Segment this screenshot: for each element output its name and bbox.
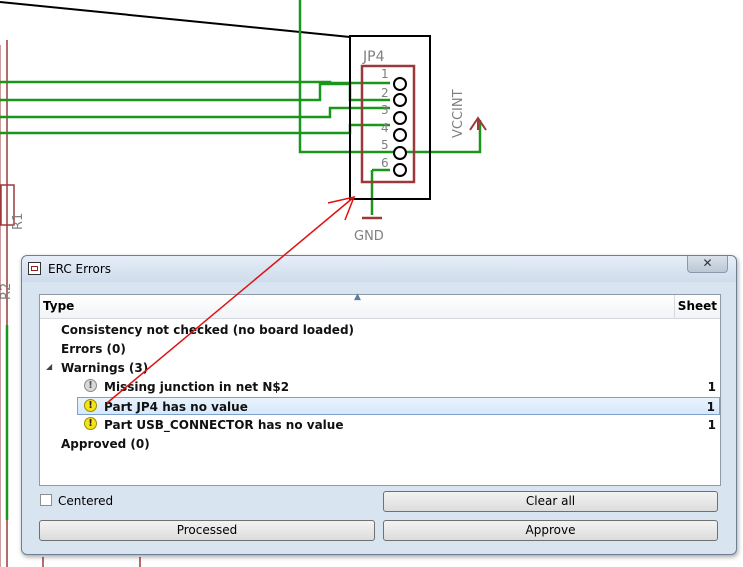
dialog-title: ERC Errors (48, 262, 112, 276)
close-button[interactable]: ✕ (687, 256, 728, 273)
resistor-r1-label: R1 (11, 213, 26, 230)
svg-text:3: 3 (381, 103, 389, 117)
erc-errors-dialog: ERC Errors ✕ Type ▲ Sheet Consistency no… (21, 255, 737, 555)
column-header: Type ▲ Sheet (40, 292, 720, 319)
resistor-r1 (0, 184, 15, 226)
title-bar[interactable]: ERC Errors ✕ (22, 256, 736, 282)
svg-text:6: 6 (381, 156, 389, 170)
pin-numbers: 1 2 3 4 5 6 (381, 67, 389, 170)
svg-text:5: 5 (381, 138, 389, 152)
resistor-r2-label: R2 (0, 283, 14, 300)
svg-text:4: 4 (381, 121, 389, 135)
sort-arrow-icon: ▲ (354, 292, 361, 302)
clear-all-button[interactable]: Clear all (383, 491, 718, 512)
part-jp4-body (360, 64, 416, 184)
warning-item-jp4-selected[interactable]: ! Part JP4 has no value 1 (77, 397, 720, 415)
list-item-warnings[interactable]: ◢ Warnings (3) (46, 361, 149, 375)
yellow-warning-icon: ! (84, 399, 97, 412)
approve-button[interactable]: Approve (383, 520, 718, 541)
supply-label: VCCINT (451, 89, 466, 138)
sheet-column-header[interactable]: Sheet (677, 299, 717, 313)
centered-checkbox[interactable] (40, 494, 52, 506)
gnd-label: GND (354, 229, 384, 244)
grey-warning-icon: ! (84, 379, 97, 392)
processed-button[interactable]: Processed (39, 520, 375, 541)
centered-label[interactable]: Centered (58, 494, 114, 508)
part-jp4-name: JP4 (362, 49, 385, 65)
warning-item-missing-junction[interactable]: ! Missing junction in net N$2 1 (40, 378, 720, 396)
svg-text:1: 1 (381, 67, 389, 81)
list-item-errors[interactable]: Errors (0) (61, 342, 126, 356)
list-item-consistency[interactable]: Consistency not checked (no board loaded… (61, 323, 355, 337)
warning-item-usb-connector[interactable]: ! Part USB_CONNECTOR has no value 1 (40, 416, 720, 434)
part-jp4-frame (349, 35, 431, 200)
svg-text:2: 2 (381, 86, 389, 100)
pin-circles (393, 77, 407, 177)
type-column-header[interactable]: Type (43, 299, 75, 313)
erc-list[interactable]: Type ▲ Sheet Consistency not checked (no… (39, 292, 721, 486)
yellow-warning-icon: ! (84, 417, 97, 430)
app-icon (28, 262, 41, 275)
collapse-triangle-icon[interactable]: ◢ (46, 362, 53, 371)
list-item-approved[interactable]: Approved (0) (61, 437, 150, 451)
